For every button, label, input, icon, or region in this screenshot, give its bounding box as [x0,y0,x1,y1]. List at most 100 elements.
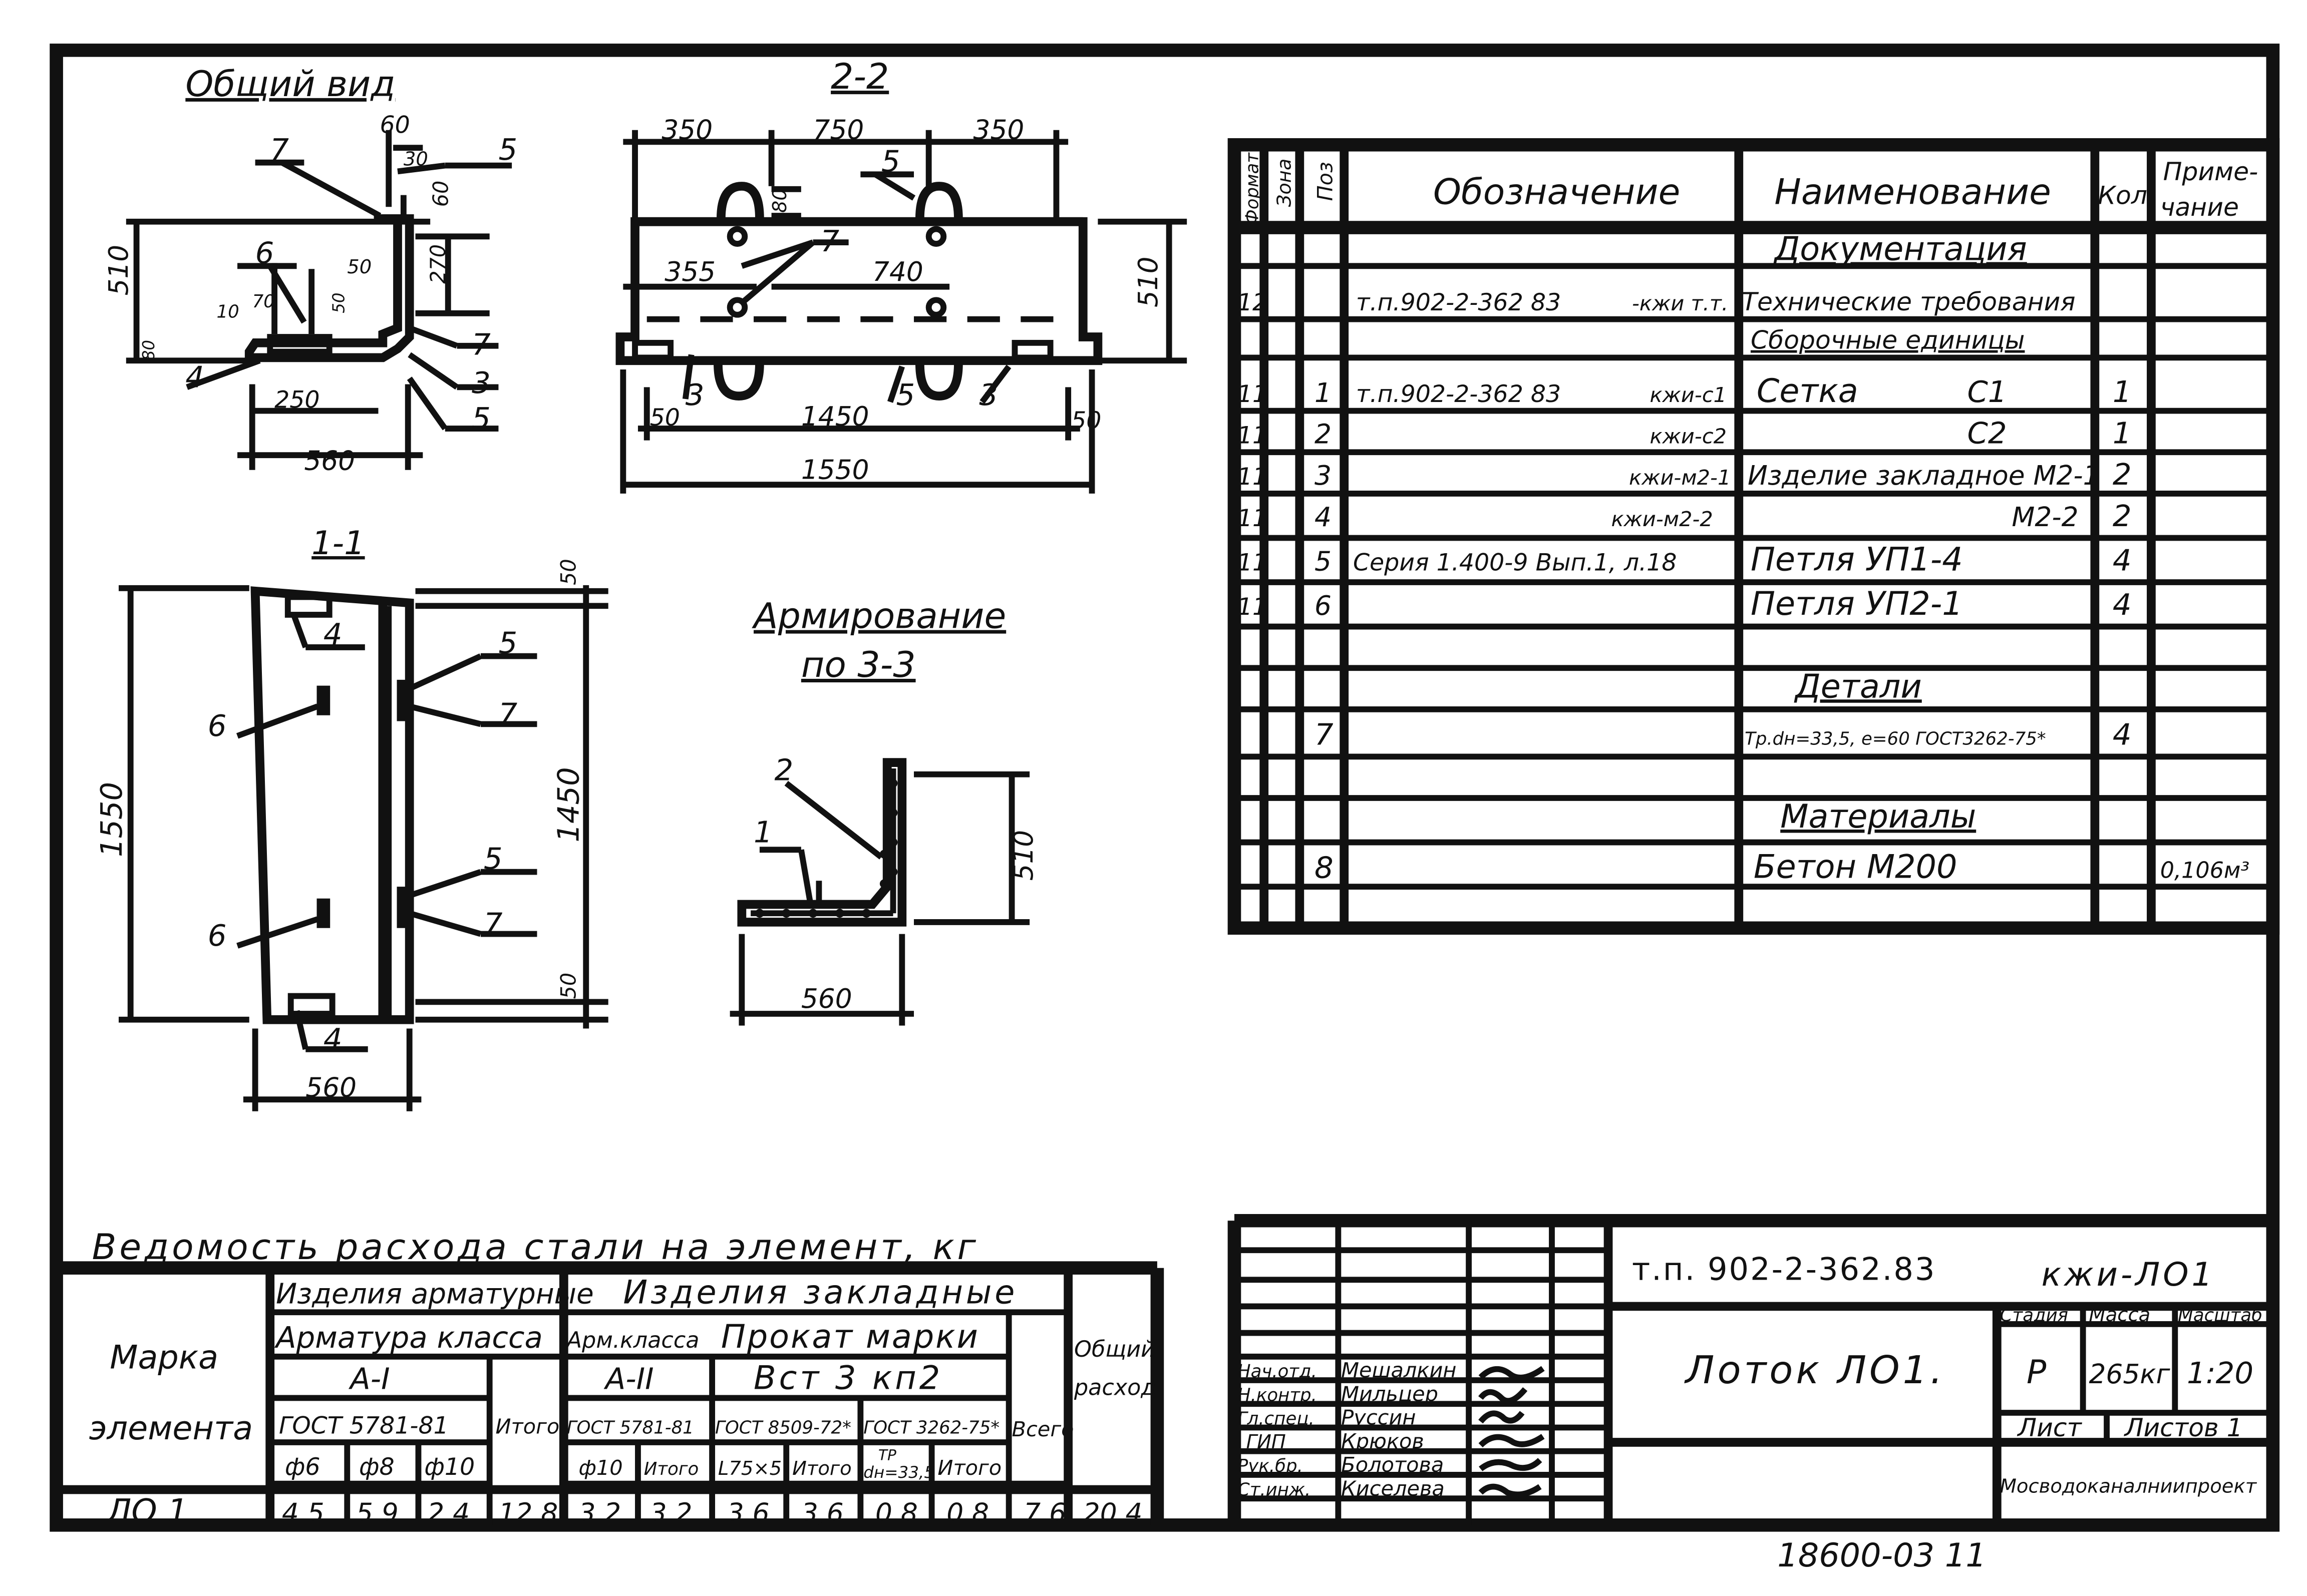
steel-h-tube-1: ТР [878,1446,896,1463]
steel-h-angle: L75×5 [718,1457,782,1480]
general-dim-510: 510 [103,245,134,295]
signature-1 [1478,1366,1545,1381]
spec-header-zone: Зона [1273,159,1295,207]
spec-row1-des-b: кжи-с1 [1650,383,1727,407]
spec-section-docs: Документация [1773,231,2027,268]
steel-h-sum: Итого [496,1414,560,1438]
steel-row-mark: ЛО 1 [106,1493,188,1530]
spec-row1-des: т.п.902-2-362 83 [1356,380,1561,408]
section22-dim-510: 510 [1133,257,1164,307]
section11-dim-50b: 50 [556,973,580,999]
steel-row-tube-sum: 0,8 [946,1497,989,1528]
section22-pos-3: 3 [686,377,705,412]
view-general: Общий вид 60 30 60 510 270 [103,63,517,477]
general-view-outline [244,214,414,362]
spec-row5-fmt: 11 [1237,549,1267,576]
general-pos-6: 6 [255,236,274,270]
spec-row8-note: 0,106м³ [2160,858,2250,883]
steel-h-arm-class: Арм.класса [565,1328,700,1353]
spec-section-materials: Материалы [1780,798,1976,836]
tb-person-6: Киселева [1341,1476,1445,1500]
tb-name: Лоток ЛО1. [1684,1348,1945,1393]
section22-dim-750: 750 [813,115,864,146]
spec-row6-pos: 6 [1314,590,1332,621]
steel-h-a2: А-II [603,1362,654,1396]
spec-row6-name: Петля УП2-1 [1751,585,1963,623]
general-pos-7: 7 [270,132,289,167]
spec-row-fmt-12: 12 [1237,289,1267,316]
spec-section-units: Сборочные единицы [1751,325,2025,355]
steel-h-steel: Вст 3 кп2 [754,1360,943,1397]
spec-row1-name: Сетка [1757,372,1858,410]
general-pos-5b: 5 [472,401,491,436]
view-reinforcement: Армирование по 3-3 510 560 2 1 [730,595,1039,1026]
tb-stage: Р [2027,1354,2047,1391]
tb-role-2: Н.контр. [1237,1385,1317,1405]
steel-row-d10: 2,4 [427,1497,470,1528]
section22-dim-350: 350 [662,115,713,146]
steel-h-tube-2: dн=33,5 [863,1463,934,1482]
general-dim-60b: 60 [429,181,453,207]
tb-person-1: Мешалкин [1341,1358,1456,1382]
spec-row1-pos: 1 [1314,377,1332,409]
spec-row7-qty: 4 [2113,717,2132,752]
spec-row1-qty: 1 [2113,374,2132,409]
spec-row4-name-b: М2-2 [2012,502,2078,533]
reinf-pos-2: 2 [775,753,794,787]
spec-row6-qty: 4 [2113,587,2132,622]
reinf-pos-1: 1 [754,815,773,850]
spec-row6-fmt: 11 [1237,593,1267,621]
section11-pos-4: 4 [323,617,343,651]
reinf-outline [737,758,907,927]
general-dim-30: 30 [404,148,428,171]
title-block: т.п. 902-2-362.83 кжи-ЛО1 Лоток ЛО1. Ста… [1227,1214,2273,1574]
tb-role-5: Рук.бр. [1237,1456,1303,1476]
spec-row-tt-des: т.п.902-2-362 83 [1356,289,1561,316]
section22-pos-5b: 5 [896,377,915,412]
signature-5 [1479,1458,1542,1471]
spec-row2-name-b: С2 [1967,416,2007,451]
signature-4 [1478,1434,1545,1448]
spec-row4-pos: 4 [1314,502,1332,533]
general-dim-50b: 50 [329,292,348,313]
steel-row-total: 20,4 [1083,1497,1143,1528]
steel-h-all: Всего [1012,1417,1074,1441]
section22-pos-5: 5 [881,144,900,179]
section11-dim-1550: 1550 [94,782,129,857]
reinf-dim-510: 510 [1008,830,1039,881]
tb-mass-label: Масса [2089,1304,2150,1326]
spec-row2-fmt: 11 [1237,422,1267,450]
spec-row2-qty: 1 [2113,416,2132,451]
reinf-title-2: по 3-3 [801,644,916,685]
tb-archive: 18600-03 11 [1777,1537,1986,1574]
steel-h-sum-d: Итого [937,1456,1002,1480]
general-pos-3: 3 [472,365,491,400]
section22-pos-3b: 3 [979,377,998,412]
steel-h-sum-b: Итого [644,1459,699,1479]
spec-table: Формат Зона Поз Обозначение Наименование… [1227,138,2280,935]
general-dim-270: 270 [426,244,450,284]
tb-mass: 265кг [2089,1359,2170,1390]
spec-row-tt-des-b: -кжи т.т. [1632,291,1728,315]
signature-2 [1478,1387,1528,1404]
steel-h-a1: А-I [348,1362,390,1396]
section11-outline [250,586,414,1024]
steel-h-rolled: Прокат марки [721,1318,979,1356]
tb-sheets-label: Листов 1 [2124,1413,2243,1442]
tb-scale-label: Масштаб [2178,1305,2262,1326]
reinf-title-1: Армирование [752,595,1006,637]
section11-pos-5b: 5 [484,842,503,876]
tb-role-3: Гл.спец. [1237,1409,1314,1429]
steel-h-d10b: ф10 [578,1456,622,1480]
section11-pos-7b: 7 [484,907,503,941]
steel-h-gost5781: ГОСТ 5781-81 [279,1412,449,1439]
steel-h-rebar-class: Арматура класса [274,1320,543,1355]
general-pos-5: 5 [498,132,517,167]
steel-h-mark-1: Марка [110,1339,218,1377]
section11-dim-560: 560 [305,1072,357,1103]
spec-header-designation: Обозначение [1433,171,1680,212]
section11-pos-6: 6 [208,708,227,743]
steel-h-gost3262: ГОСТ 3262-75* [863,1417,1000,1438]
steel-h-total-1: Общий [1074,1337,1155,1362]
tb-role-6: Ст.инж. [1237,1479,1310,1500]
